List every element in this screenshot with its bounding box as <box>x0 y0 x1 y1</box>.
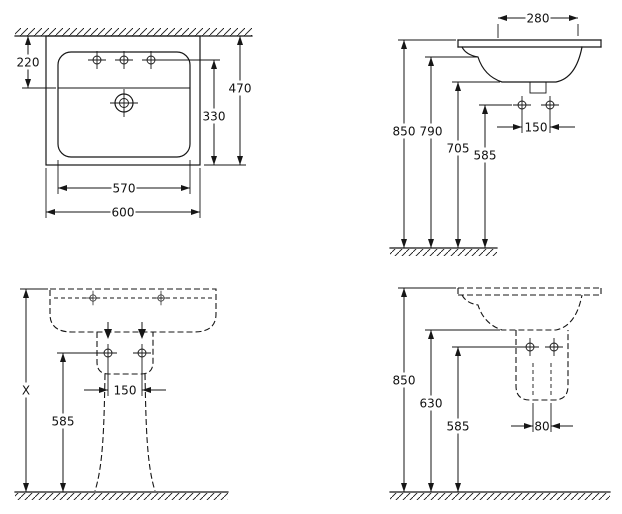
fixing-position-arrows <box>104 322 146 339</box>
front-pedestal-view: X 585 150 <box>14 288 229 500</box>
drain-marker <box>110 89 138 117</box>
dim-label-570: 570 <box>111 180 137 196</box>
fixing-hole-marker <box>132 343 152 363</box>
svg-text:705: 705 <box>447 142 470 156</box>
svg-text:585: 585 <box>52 415 75 429</box>
dim-label-220: 220 <box>15 54 41 70</box>
svg-text:850: 850 <box>393 374 416 388</box>
dim-label-585: 585 <box>472 147 498 163</box>
dim-fixing-height: 585 <box>50 352 99 492</box>
svg-text:X: X <box>22 384 30 398</box>
dim-overall-width: 600 <box>45 168 201 220</box>
floor-hatch <box>390 493 610 500</box>
svg-text:150: 150 <box>525 121 548 135</box>
dim-fixing-height: 585 <box>472 104 512 248</box>
dim-label-585: 585 <box>50 413 76 429</box>
svg-text:585: 585 <box>474 149 497 163</box>
basin-outer-rect <box>45 35 201 166</box>
dim-label-630: 630 <box>418 395 444 411</box>
pedestal-outline-right <box>144 373 156 492</box>
overflow-hole-marker <box>85 290 101 306</box>
dim-label-600: 600 <box>110 204 136 220</box>
dim-label-850: 850 <box>391 372 417 388</box>
svg-text:570: 570 <box>113 182 136 196</box>
svg-text:330: 330 <box>203 110 226 124</box>
overflow-hole-marker <box>153 290 169 306</box>
dim-outlet-centres: 80 <box>511 403 573 434</box>
mounting-area-outline <box>96 332 154 375</box>
dim-label-850: 850 <box>391 123 417 139</box>
drain-fitting <box>529 81 547 94</box>
dim-rim-height: 850 <box>391 39 456 248</box>
svg-text:850: 850 <box>393 125 416 139</box>
side-half-pedestal-view: 850 630 585 80 <box>389 287 611 500</box>
dim-fixing-height: 585 <box>445 346 521 492</box>
svg-text:220: 220 <box>17 56 40 70</box>
svg-text:470: 470 <box>229 82 252 96</box>
dim-overall-depth: 470 <box>204 36 253 166</box>
tap-hole-marker <box>87 50 107 70</box>
floor-hatch <box>15 493 228 500</box>
svg-text:150: 150 <box>114 384 137 398</box>
dim-label-80: 80 <box>533 418 551 434</box>
plan-view: 220 470 330 570 <box>14 28 253 220</box>
dim-label-x: X <box>18 382 34 398</box>
pedestal-outline-left <box>94 373 106 492</box>
fixing-hole-marker <box>512 95 532 115</box>
svg-text:280: 280 <box>527 12 550 26</box>
svg-text:630: 630 <box>420 397 443 411</box>
dim-label-150: 150 <box>112 382 138 398</box>
dim-label-470: 470 <box>227 80 253 96</box>
dim-label-790: 790 <box>418 123 444 139</box>
dim-bowl-width: 570 <box>57 160 191 196</box>
dim-underside-height: 630 <box>418 329 500 492</box>
dim-rim-height-x: X <box>18 288 48 492</box>
svg-text:585: 585 <box>447 420 470 434</box>
dim-tap-to-front: 220 <box>15 36 56 89</box>
tap-hole-marker <box>141 50 161 70</box>
half-pedestal-outline <box>515 330 569 401</box>
dim-fixing-centres: 150 <box>84 362 166 398</box>
dim-bowl-depth: 330 <box>159 59 227 165</box>
fixing-hole-marker <box>544 337 564 357</box>
dim-label-705: 705 <box>445 140 471 156</box>
fixing-hole-marker <box>540 95 560 115</box>
dim-rim-height: 850 <box>391 287 456 492</box>
wall-hatch <box>15 28 252 36</box>
svg-text:80: 80 <box>534 420 549 434</box>
fixing-hole-marker <box>98 343 118 363</box>
basin-side-profile-dashed <box>457 287 602 331</box>
svg-text:600: 600 <box>112 206 135 220</box>
fixing-hole-marker <box>520 337 540 357</box>
side-view: 280 150 85 <box>389 10 602 256</box>
dim-fixing-centres: 150 <box>497 114 575 135</box>
dim-label-585: 585 <box>445 418 471 434</box>
dim-label-150: 150 <box>523 119 549 135</box>
dim-underside-height: 705 <box>445 81 500 248</box>
svg-text:790: 790 <box>420 125 443 139</box>
dim-label-280: 280 <box>525 10 551 26</box>
floor-hatch <box>390 249 497 256</box>
tap-hole-marker <box>114 50 134 70</box>
basin-front-outline <box>49 288 217 333</box>
basin-side-profile <box>457 39 602 94</box>
dim-apron-height: 790 <box>418 56 477 248</box>
dim-label-330: 330 <box>201 108 227 124</box>
dim-top-depth: 280 <box>497 10 579 38</box>
